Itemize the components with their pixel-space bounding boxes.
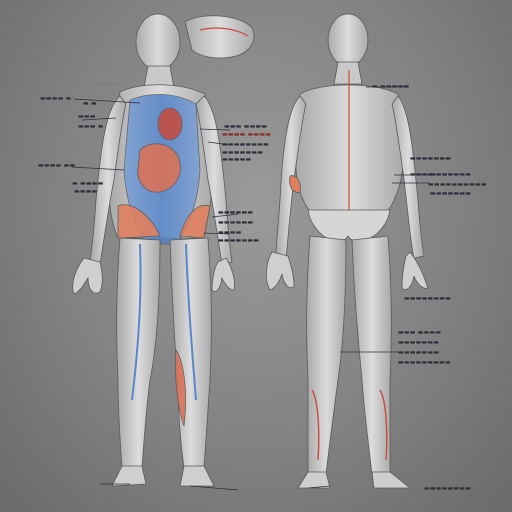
annotation-label: ▬▬▬▬▬▬▬▬ [404,295,451,302]
annotation-label: ▬▬▬ ▬▬▬▬ [398,329,442,336]
annotation-label: ▬▬▬▬▬▬▬▬▬▬ [428,181,487,188]
leader-line [207,141,231,146]
back-figure [266,13,429,489]
front-left-leg [116,237,161,469]
leader-line [199,128,231,131]
front-pelvis-muscle [117,204,161,239]
annotation-label: ▬▬▬▬▬▬▬ [398,349,440,356]
annotation-label: ▬▬▬ ▬ [78,123,104,130]
leader-line [81,117,117,121]
back-calf-red-left [311,389,320,461]
annotation-label: ▬▬▬ [78,113,96,120]
back-left-foot [297,471,331,489]
leader-line [211,213,239,218]
back-torso [295,84,405,215]
leader-line [307,485,331,489]
annotation-label: ▬▬▬▬ ▬▬▬▬ [222,131,272,138]
annotation-label: ▬▬▬▬▬▬▬ [430,171,472,178]
leader-line [203,232,231,235]
annotation-label: ▬▬▬▬▬▬▬ [222,149,264,156]
annotation-label: · · · · · · · [92,81,120,88]
annotation-label: ▬▬▬▬▬▬ [218,219,254,226]
annotation-label: ▬ ▬▬▬▬ [72,180,104,187]
back-neck [333,61,363,85]
leader-lines [71,86,436,491]
annotation-label: ▬▬▬▬▬▬▬▬▬ [398,359,451,366]
annotation-label: ▬ ▬ [83,100,97,107]
annotation-label: ▬▬▬▬▬▬▬ [218,237,260,244]
front-intestines [137,143,181,193]
back-gluteal [307,209,391,242]
back-elbow-muscle [289,175,301,193]
front-right-foot [179,465,215,487]
annotation-label: ▬▬▬▬▬▬▬ [430,190,472,197]
annotation-label: ▬▬▬▬▬▬ [218,209,254,216]
annotation-label: ▬▬▬ ▬▬▬▬ [224,123,268,130]
front-head [135,13,181,71]
back-right-hand [401,251,429,290]
front-left-hand [72,257,103,295]
front-figure [72,13,255,487]
annotation-label: ▬ ▬▬▬▬▬ [372,83,410,90]
front-left-foot [111,465,147,487]
annotation-label: ▬▬▬▬ [74,188,98,195]
leader-line [71,166,125,171]
leader-line [189,485,239,491]
front-calf-muscle [175,348,186,427]
back-right-leg [351,235,392,475]
annotation-label: ▬▬▬▬ [410,171,434,178]
annotation-label: ▬▬▬▬ [218,229,242,236]
annotation-label: ▬▬▬▬ ▬▬ [38,162,76,169]
back-calf-red-right [379,389,388,461]
annotation-label: ▬▬▬▬▬ [222,156,252,163]
annotation-label: ▬▬▬▬▬▬▬▬ [222,141,269,148]
front-pelvis-muscle-right [179,204,211,239]
front-right-hand [211,257,235,292]
annotation-label: ▬▬▬▬▬▬▬▬ [424,485,471,492]
profile-vessels [199,27,249,37]
annotation-label: ▬▬▬▬ ▬ [40,95,72,102]
annotation-label: ▬▬▬▬▬▬▬ [398,339,440,346]
back-head [327,13,369,67]
front-leg-vessel-left [131,243,142,401]
back-right-foot [371,471,412,489]
back-left-hand [266,251,295,291]
back-left-leg [306,235,347,475]
annotation-label: ▬▬▬▬▬▬▬ [410,155,452,162]
front-leg-vessel-right [185,243,197,401]
profile-head [184,15,255,59]
leader-line [73,98,141,104]
front-heart [157,107,183,141]
back-right-arm [391,95,425,259]
